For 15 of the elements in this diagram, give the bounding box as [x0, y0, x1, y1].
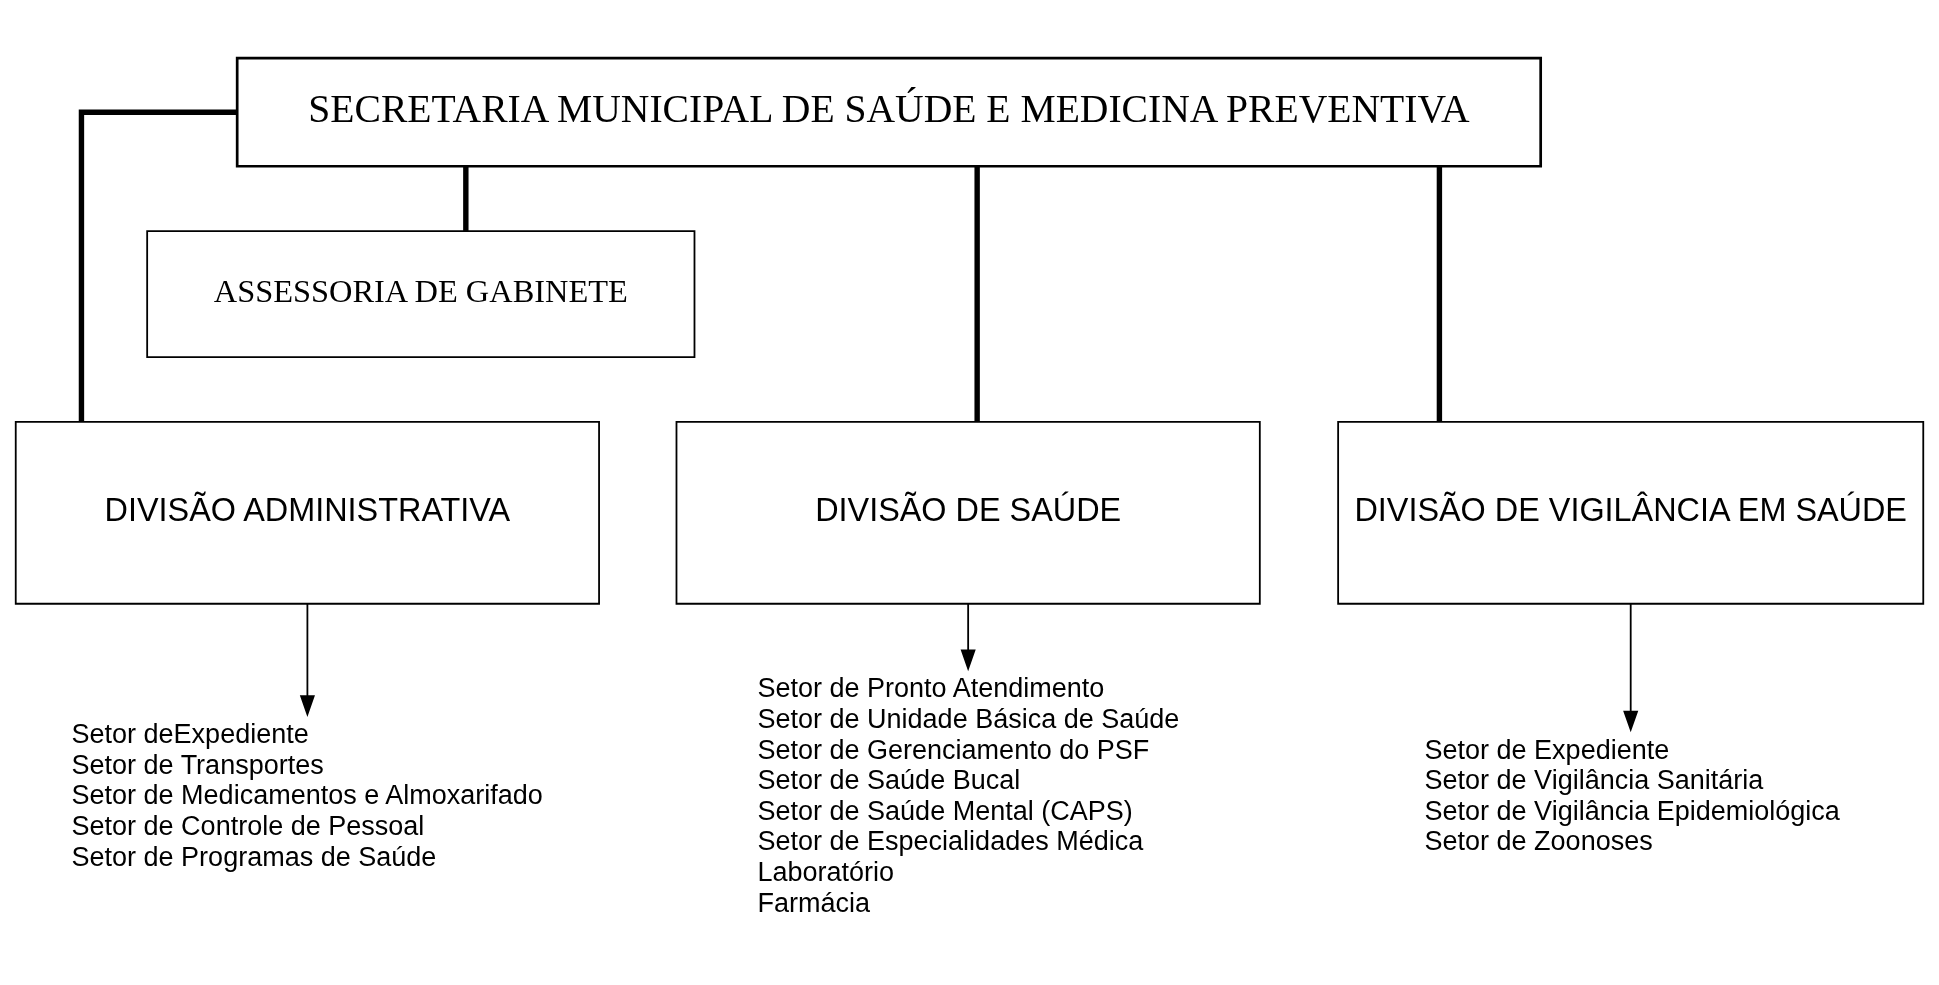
node-text: Setor deExpediente Setor de Transportes Setor de Medicamentos e Almoxarifado Setor de Controle de Pessoal Setor de Programas de Saúde — [71, 718, 543, 872]
arrow — [1623, 602, 1639, 732]
arrow — [299, 602, 315, 717]
connector — [78, 109, 238, 421]
arrow — [960, 602, 976, 671]
connector — [974, 165, 980, 421]
node-box: SECRETARIA MUNICIPAL DE SAÚDE E MEDICINA PREVENTIVA — [235, 56, 1543, 168]
node-box: DIVISÃO ADMINISTRATIVA — [14, 420, 600, 605]
node-text: Setor de Expediente Setor de Vigilância Sanitária Setor de Vigilância Epidemiológica Setor de Zoonoses — [1424, 734, 1840, 856]
node-box: DIVISÃO DE VIGILÂNCIA EM SAÚDE — [1337, 420, 1925, 605]
connector — [463, 165, 469, 231]
node-box: ASSESSORIA DE GABINETE — [146, 229, 696, 358]
connector — [1436, 165, 1443, 421]
node-text: Setor de Pronto Atendimento Setor de Unidade Básica de Saúde Setor de Gerenciamento do PSF Setor de Saúde Bucal Setor de Saúde Mental (CAPS) Setor de Especialidades Médica Laboratório Farmácia — [757, 672, 1180, 918]
node-box: DIVISÃO DE SAÚDE — [675, 420, 1261, 605]
